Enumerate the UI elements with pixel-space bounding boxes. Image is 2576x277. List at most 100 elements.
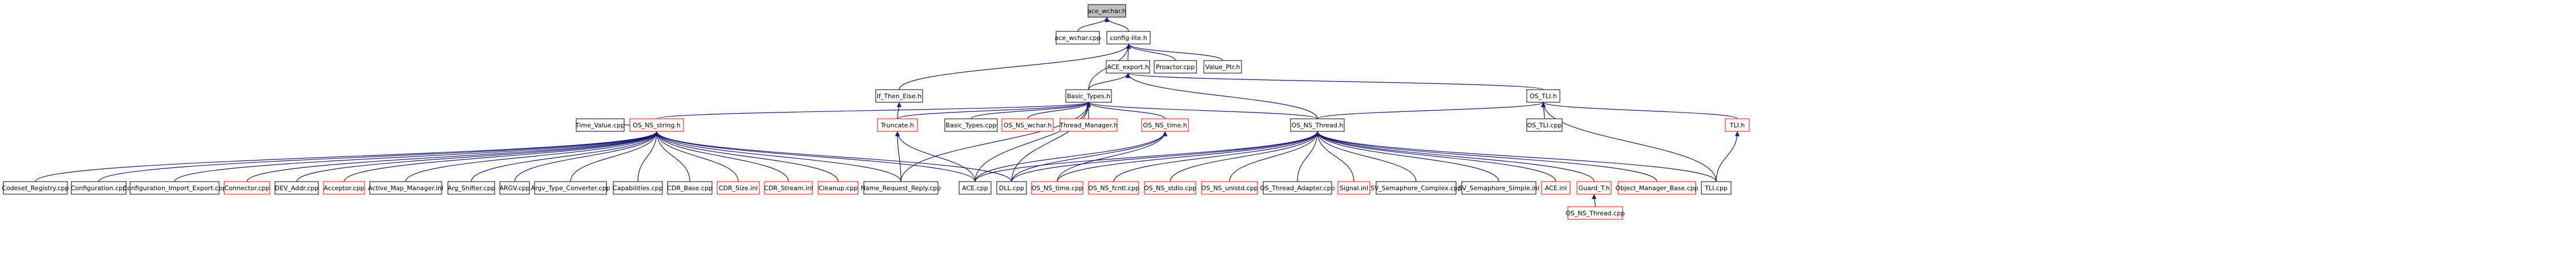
node-os-thread-adapter-cpp[interactable]: OS_Thread_Adapter.cpp	[1260, 181, 1335, 195]
node-label: TLI.h	[1729, 122, 1745, 129]
node-os-tli-h[interactable]: OS_TLI.h	[1526, 89, 1560, 103]
node-object-manager-base-cpp[interactable]: Object_Manager_Base.cpp	[1615, 181, 1699, 195]
node-ace-export-h[interactable]: ACE_export.h	[1106, 60, 1150, 74]
edge-basic_types_h-to-dll_cpp	[1011, 102, 1091, 182]
node-truncate-h[interactable]: Truncate.h	[877, 118, 918, 132]
node-box	[1337, 181, 1370, 195]
node-label: Object_Manager_Base.cpp	[1615, 184, 1698, 192]
node-cdr-size-inl[interactable]: CDR_Size.inl	[717, 181, 760, 195]
node-acceptor-cpp[interactable]: Acceptor.cpp	[323, 181, 365, 195]
node-capabilities-cpp[interactable]: Capabilities.cpp	[613, 181, 663, 195]
edge-os_ns_thread_h-to-os_ns_fcntl_cpp	[1113, 131, 1320, 182]
node-os-ns-wchar-h[interactable]: OS_NS_wchar.h	[1001, 118, 1054, 132]
node-configuration-import-export-cpp[interactable]: Configuration_Import_Export.cpp	[123, 181, 227, 195]
node-label: ARGV.cpp	[499, 184, 529, 192]
node-cdr-stream-inl[interactable]: CDR_Stream.inl	[764, 181, 813, 195]
node-label: OS_NS_wchar.h	[1004, 122, 1052, 129]
node-configuration-cpp[interactable]: Configuration.cpp	[71, 181, 127, 195]
node-basic-types-cpp[interactable]: Basic_Types.cpp	[944, 118, 998, 132]
node-os-tli-cpp[interactable]: OS_TLI.cpp	[1526, 118, 1563, 132]
edge-os_tli_h-to-tli_h	[1540, 102, 1738, 119]
node-ace-cpp[interactable]: ACE.cpp	[959, 181, 992, 195]
edge-os_ns_string_h-to-argv_cpp	[514, 131, 660, 182]
edge-os_ns_string_h-to-ace_cpp	[654, 131, 976, 182]
node-label: Configuration_Import_Export.cpp	[123, 184, 227, 192]
node-os-ns-time-cpp[interactable]: OS_NS_time.cpp	[1031, 181, 1083, 195]
node-label: OS_NS_time.cpp	[1032, 184, 1083, 192]
node-sv-semaphore-complex-cpp[interactable]: SV_Semaphore_Complex.cpp	[1370, 181, 1462, 195]
edge-os_ns_thread_h-to-sv_semaphore_simple_inl	[1315, 131, 1499, 182]
node-label: Arg_Shifter.cpp	[447, 184, 495, 192]
edge-os_ns_thread_h-to-tli_cpp	[1315, 131, 1717, 182]
node-os-ns-time-h[interactable]: OS_NS_time.h	[1141, 118, 1189, 132]
node-dll-cpp[interactable]: DLL.cpp	[996, 181, 1027, 195]
node-box	[224, 181, 270, 195]
node-codeset-registry-cpp[interactable]: Codeset_Registry.cpp	[2, 181, 69, 195]
edge-os_ns_string_h-to-cdr_stream_inl	[654, 131, 789, 182]
node-ace-wchar-h[interactable]: ace_wchar.h	[1087, 4, 1126, 18]
node-connector-cpp[interactable]: Connector.cpp	[224, 181, 270, 195]
node-box	[613, 181, 663, 195]
node-tli-h[interactable]: TLI.h	[1725, 118, 1750, 132]
node-dev-addr-cpp[interactable]: DEV_Addr.cpp	[274, 181, 319, 195]
node-label: OS_NS_fcntl.cpp	[1088, 184, 1139, 192]
node-label: Acceptor.cpp	[323, 184, 364, 192]
node-time-value-cpp[interactable]: Time_Value.cpp	[575, 118, 625, 132]
edge-os_ns_thread_h-to-os_ns_stdio_cpp	[1170, 131, 1320, 182]
node-os-ns-stdio-cpp[interactable]: OS_NS_stdio.cpp	[1144, 181, 1196, 195]
edge-os_ns_thread_h-to-os_ns_unistd_cpp	[1229, 131, 1320, 182]
node-box	[875, 89, 923, 103]
node-box	[323, 181, 365, 195]
node-cleanup-cpp[interactable]: Cleanup.cpp	[818, 181, 859, 195]
node-os-ns-thread-cpp[interactable]: OS_NS_Thread.cpp	[1566, 206, 1625, 220]
node-cdr-base-cpp[interactable]: CDR_Base.cpp	[667, 181, 713, 195]
node-label: CDR_Base.cpp	[667, 184, 713, 192]
node-box	[1526, 89, 1560, 103]
node-os-ns-unistd-cpp[interactable]: OS_NS_unistd.cpp	[1201, 181, 1258, 195]
node-os-ns-thread-h[interactable]: OS_NS_Thread.h	[1290, 118, 1345, 132]
node-argv-cpp[interactable]: ARGV.cpp	[499, 181, 530, 195]
node-guard-t-h[interactable]: Guard_T.h	[1576, 181, 1612, 195]
node-signal-inl[interactable]: Signal.inl	[1337, 181, 1370, 195]
node-value-ptr-h[interactable]: Value_Ptr.h	[1203, 60, 1242, 74]
node-label: OS_NS_time.h	[1143, 122, 1187, 129]
edge-config_lite_h-to-if_then_else_h	[899, 43, 1131, 90]
node-box	[877, 118, 918, 132]
node-active-map-manager-inl[interactable]: Active_Map_Manager.inl	[368, 181, 443, 195]
node-arg-shifter-cpp[interactable]: Arg_Shifter.cpp	[447, 181, 495, 195]
node-label: Time_Value.cpp	[575, 122, 625, 129]
node-label: Active_Map_Manager.inl	[368, 184, 443, 192]
node-box	[1087, 4, 1126, 18]
node-thread-manager-h[interactable]: Thread_Manager.h	[1059, 118, 1118, 132]
node-layer: ace_wchar.h ace_wchar.cpp config-lite.hACE…	[2, 4, 1750, 220]
node-label: Signal.inl	[1340, 184, 1368, 192]
edge-os_ns_string_h-to-name_request_reply_cpp	[654, 131, 901, 182]
node-os-ns-string-h[interactable]: OS_NS_string.h	[629, 118, 684, 132]
node-tli-cpp[interactable]: TLI.cpp	[1701, 181, 1732, 195]
node-label: Configuration.cpp	[71, 184, 127, 192]
node-os-ns-fcntl-cpp[interactable]: OS_NS_fcntl.cpp	[1088, 181, 1139, 195]
node-label: OS_TLI.h	[1530, 93, 1557, 100]
node-args-type-converter-cpp[interactable]: Argv_Type_Converter.cpp	[531, 181, 610, 195]
node-name-request-reply-cpp[interactable]: Name_Request_Reply.cpp	[861, 181, 941, 195]
node-box	[1526, 118, 1563, 132]
node-label: OS_Thread_Adapter.cpp	[1260, 184, 1334, 192]
node-proactor-cpp[interactable]: Proactor.cpp	[1154, 60, 1197, 74]
node-label: Value_Ptr.h	[1206, 63, 1240, 71]
node-ace-inl[interactable]: ACE.inl	[1541, 181, 1571, 195]
node-ace-wchar-cpp[interactable]: ace_wchar.cpp	[1055, 31, 1101, 45]
edge-config_lite_h-to-proactor_cpp	[1126, 43, 1176, 61]
edge-os_ns_thread_h-to-ace_cpp	[974, 131, 1320, 182]
node-label: CDR_Size.inl	[719, 184, 758, 192]
node-if-then-else-h[interactable]: If_Then_Else.h	[875, 89, 923, 103]
node-sv-semaphore-simple-inl[interactable]: SV_Semaphore_Simple.inl	[1458, 181, 1540, 195]
node-config-lite-h[interactable]: config-lite.h	[1106, 31, 1151, 45]
edge-os_ns_string_h-to-cdr_size_inl	[654, 131, 739, 182]
node-box	[1088, 181, 1139, 195]
node-box	[1144, 181, 1196, 195]
edge-os_ns_thread_h-to-sv_semaphore_complex_cpp	[1315, 131, 1417, 182]
node-basic-types-h[interactable]: Basic_Types.h	[1065, 89, 1112, 103]
node-box	[818, 181, 859, 195]
node-label: Cleanup.cpp	[819, 184, 858, 192]
